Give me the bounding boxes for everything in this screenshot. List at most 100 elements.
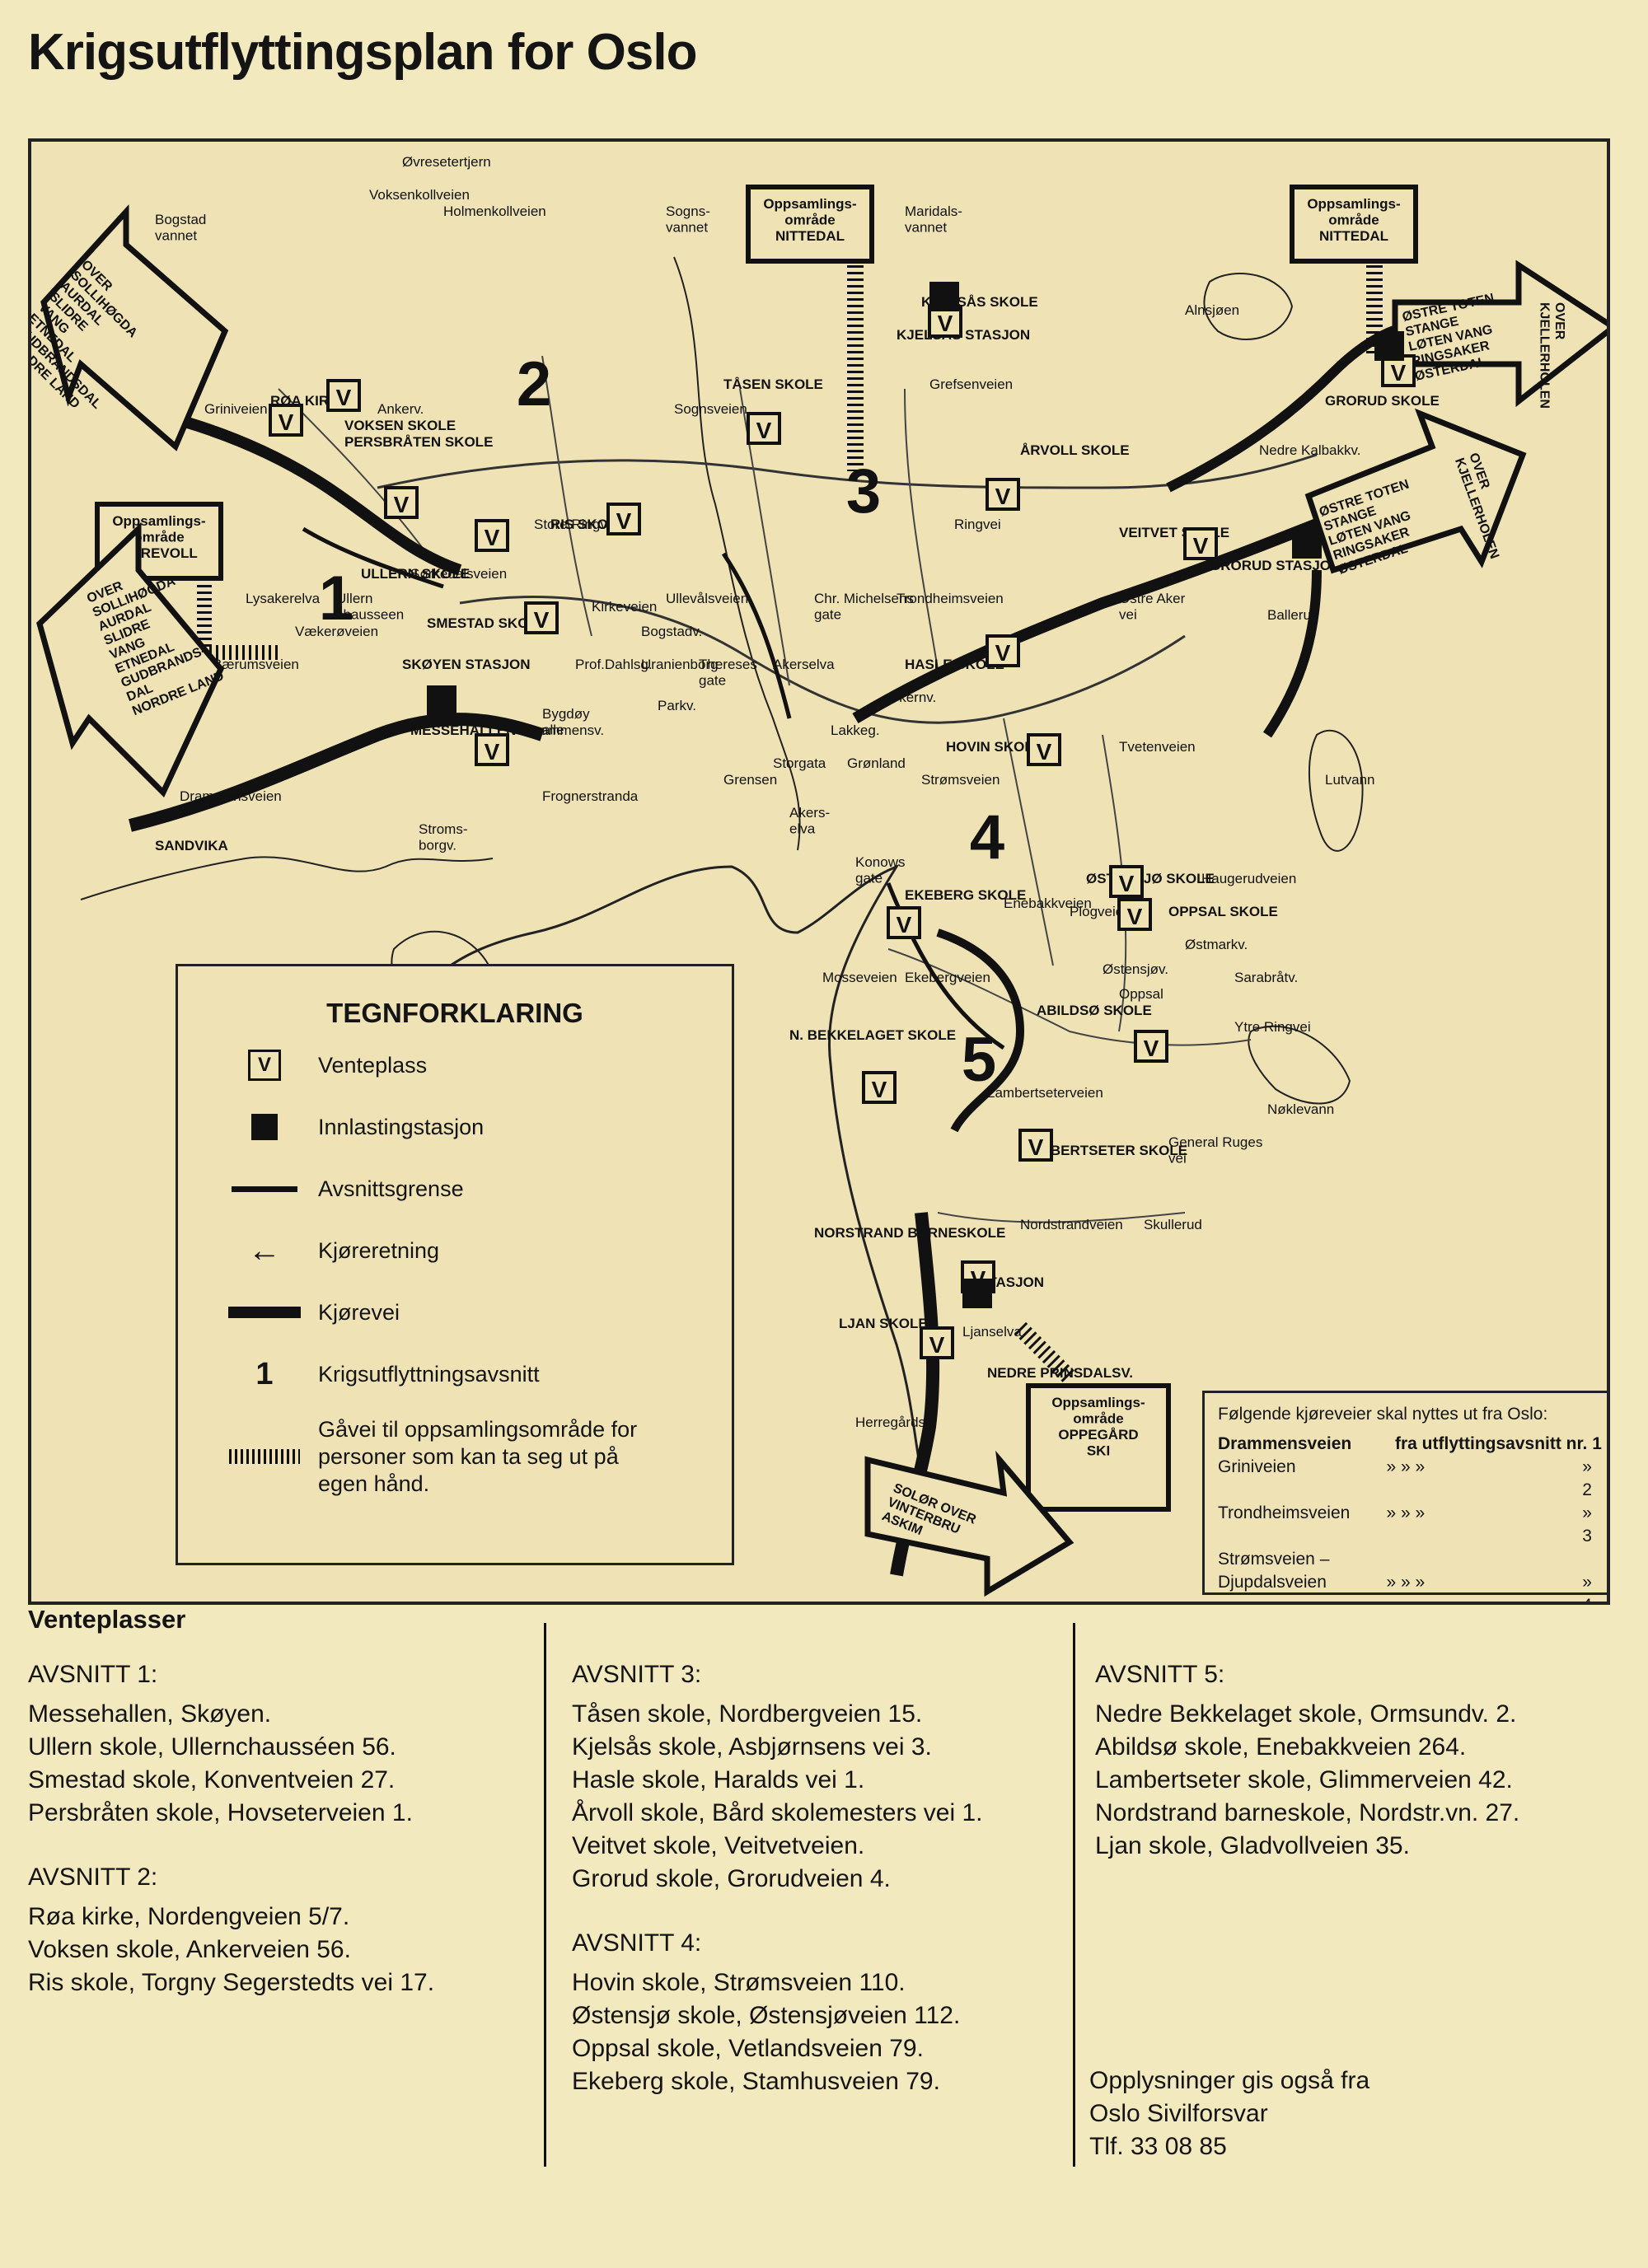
v-box-icon: V — [747, 412, 781, 445]
place-label: Ullevålsveien — [666, 591, 748, 606]
place-label: Sørkedalsveien — [410, 566, 507, 582]
river-akerselva — [673, 256, 801, 851]
column-divider — [544, 1623, 546, 2167]
route-ditto: » » » — [1386, 1503, 1426, 1522]
place-label: Ljanselva — [962, 1324, 1022, 1340]
footpath-oppegard — [1014, 1321, 1076, 1384]
place-label: Oppsal — [1119, 986, 1163, 1002]
place-label: ØSTENSJØ SKOLE — [1086, 871, 1215, 886]
contact-line: Opplysninger gis også fra — [1089, 2067, 1370, 2094]
waiting-place-item: Persbråten skole, Hovseterveien 1. — [28, 1799, 413, 1826]
place-label: Grensen — [723, 772, 777, 788]
routes-row: Trondheimsveien» » »» 3 — [1218, 1502, 1605, 1548]
v-glyph: V — [897, 912, 912, 938]
route-road: Trondheimsveien — [1218, 1503, 1351, 1522]
v-glyph: V — [336, 385, 352, 410]
route-road: Djupdalsveien — [1218, 1573, 1327, 1592]
legend-item: Gåvei til oppsamlingsområde for personer… — [211, 1411, 723, 1502]
legend-label: Innlastingstasjon — [318, 1114, 485, 1139]
v-glyph: V — [1193, 533, 1209, 559]
section-heading: AVSNITT 2: — [28, 1864, 158, 1891]
legend-item: Innlastingstasjon — [211, 1102, 723, 1152]
v-glyph: V — [1119, 871, 1135, 896]
place-label: Strømsveien — [921, 772, 1000, 788]
waiting-place-item: Hovin skole, Strømsveien 110. — [572, 1969, 906, 1996]
road-inner — [459, 596, 1186, 724]
v-glyph: V — [756, 418, 772, 443]
waiting-place-item: Nordstrand barneskole, Nordstr.vn. 27. — [1095, 1799, 1520, 1826]
waiting-place-item: Ris skole, Torgny Segerstedts vei 17. — [28, 1969, 435, 1996]
section-heading: AVSNITT 3: — [572, 1661, 702, 1688]
place-label: Ytre Ringvei — [1234, 1019, 1311, 1035]
waiting-place-item: Kjelsås skole, Asbjørnsens vei 3. — [572, 1733, 932, 1761]
place-label: Sogns-vannet — [666, 203, 710, 236]
place-label: KJELSÅS STASJON — [897, 327, 1030, 343]
waiting-places-list: Venteplasser AVSNITT 1:Messehallen, Skøy… — [28, 1605, 1610, 2256]
v-box-icon: V — [606, 503, 641, 535]
place-label: Lambertseterveien — [987, 1085, 1103, 1101]
v-box-icon: V — [475, 733, 509, 766]
route-drammensveien — [129, 713, 545, 832]
place-label: Ringvei — [954, 517, 1001, 532]
place-label: N. BEKKELAGET SKOLE — [789, 1027, 956, 1043]
place-label: Akerselva — [773, 657, 835, 672]
legend-label: Kjørevei — [318, 1299, 400, 1325]
place-label: Bærumsveien — [213, 657, 299, 672]
v-box-icon: V — [475, 519, 509, 552]
place-label: SKØYEN STASJON — [402, 657, 531, 672]
v-box-icon: V — [1183, 527, 1218, 560]
v-glyph: V — [485, 739, 500, 765]
waiting-place-item: Abildsø skole, Enebakkveien 264. — [1095, 1733, 1467, 1761]
waiting-place-item: Nedre Bekkelaget skole, Ormsundv. 2. — [1095, 1700, 1517, 1728]
v-glyph: V — [1037, 739, 1052, 765]
place-label: Østmarkv. — [1185, 937, 1248, 952]
route-ditto — [1395, 1548, 1601, 1571]
thin-line-icon — [211, 1185, 318, 1192]
place-label: Haugerudveien — [1201, 871, 1296, 886]
routes-intro: Følgende kjøreveier skal nyttes ut fra O… — [1218, 1405, 1548, 1424]
routes-first-road: Drammensveien — [1218, 1434, 1352, 1453]
exit-arrow: OVERKJELLERHOLEN — [1538, 302, 1566, 409]
place-label: HOVIN SKOLE — [946, 739, 1042, 755]
place-label: Drammensveien — [180, 788, 282, 804]
legend-label: Venteplass — [318, 1052, 428, 1078]
v-glyph: V — [938, 311, 953, 336]
place-label: VOKSEN SKOLE — [344, 418, 456, 433]
place-label: Enebakkveien — [1004, 896, 1092, 911]
v-glyph: V — [1144, 1036, 1159, 1061]
v-box-icon: V — [887, 906, 921, 939]
place-label: Bogstadv. — [641, 624, 702, 639]
place-label: Tvetenveien — [1119, 739, 1196, 755]
place-label: PERSBRÅTEN SKOLE — [344, 434, 493, 450]
place-label: SMESTAD SKOLE — [427, 615, 546, 631]
contact-line: Oslo Sivilforsvar — [1089, 2100, 1268, 2127]
v-box-icon: V — [920, 1326, 954, 1359]
waiting-place-item: Ekeberg skole, Stamhusveien 79. — [572, 2068, 940, 2095]
section-heading: AVSNITT 5: — [1095, 1661, 1225, 1688]
v-glyph: V — [485, 525, 500, 550]
place-label: Østensjøv. — [1103, 961, 1168, 977]
waiting-place-item: Grorud skole, Grorudveien 4. — [572, 1865, 891, 1892]
place-label: Nordstrandveien — [1020, 1217, 1123, 1232]
filled-square-icon — [427, 685, 456, 715]
place-label: Økernv. — [888, 690, 936, 705]
place-label: Vækerøveien — [295, 624, 378, 639]
fjord-outline — [368, 863, 948, 1543]
footpath-ovrevoll — [197, 578, 279, 660]
place-label: Drammensv. — [526, 722, 604, 738]
v-glyph: V — [929, 1332, 945, 1358]
place-label: EKEBERG SKOLE — [905, 887, 1026, 903]
contact-line: Tlf. 33 08 85 — [1089, 2133, 1227, 2160]
legend-label: Kjøreretning — [318, 1237, 440, 1263]
waiting-place-item: Hasle skole, Haralds vei 1. — [572, 1766, 865, 1793]
place-label: Parkv. — [658, 698, 696, 713]
v-glyph: V — [279, 409, 294, 435]
section-heading: AVSNITT 1: — [28, 1661, 158, 1688]
place-label: NEDRE PRINSDALSV. — [987, 1365, 1133, 1381]
waiting-place-item: Lambertseter skole, Glimmerveien 42. — [1095, 1766, 1513, 1793]
